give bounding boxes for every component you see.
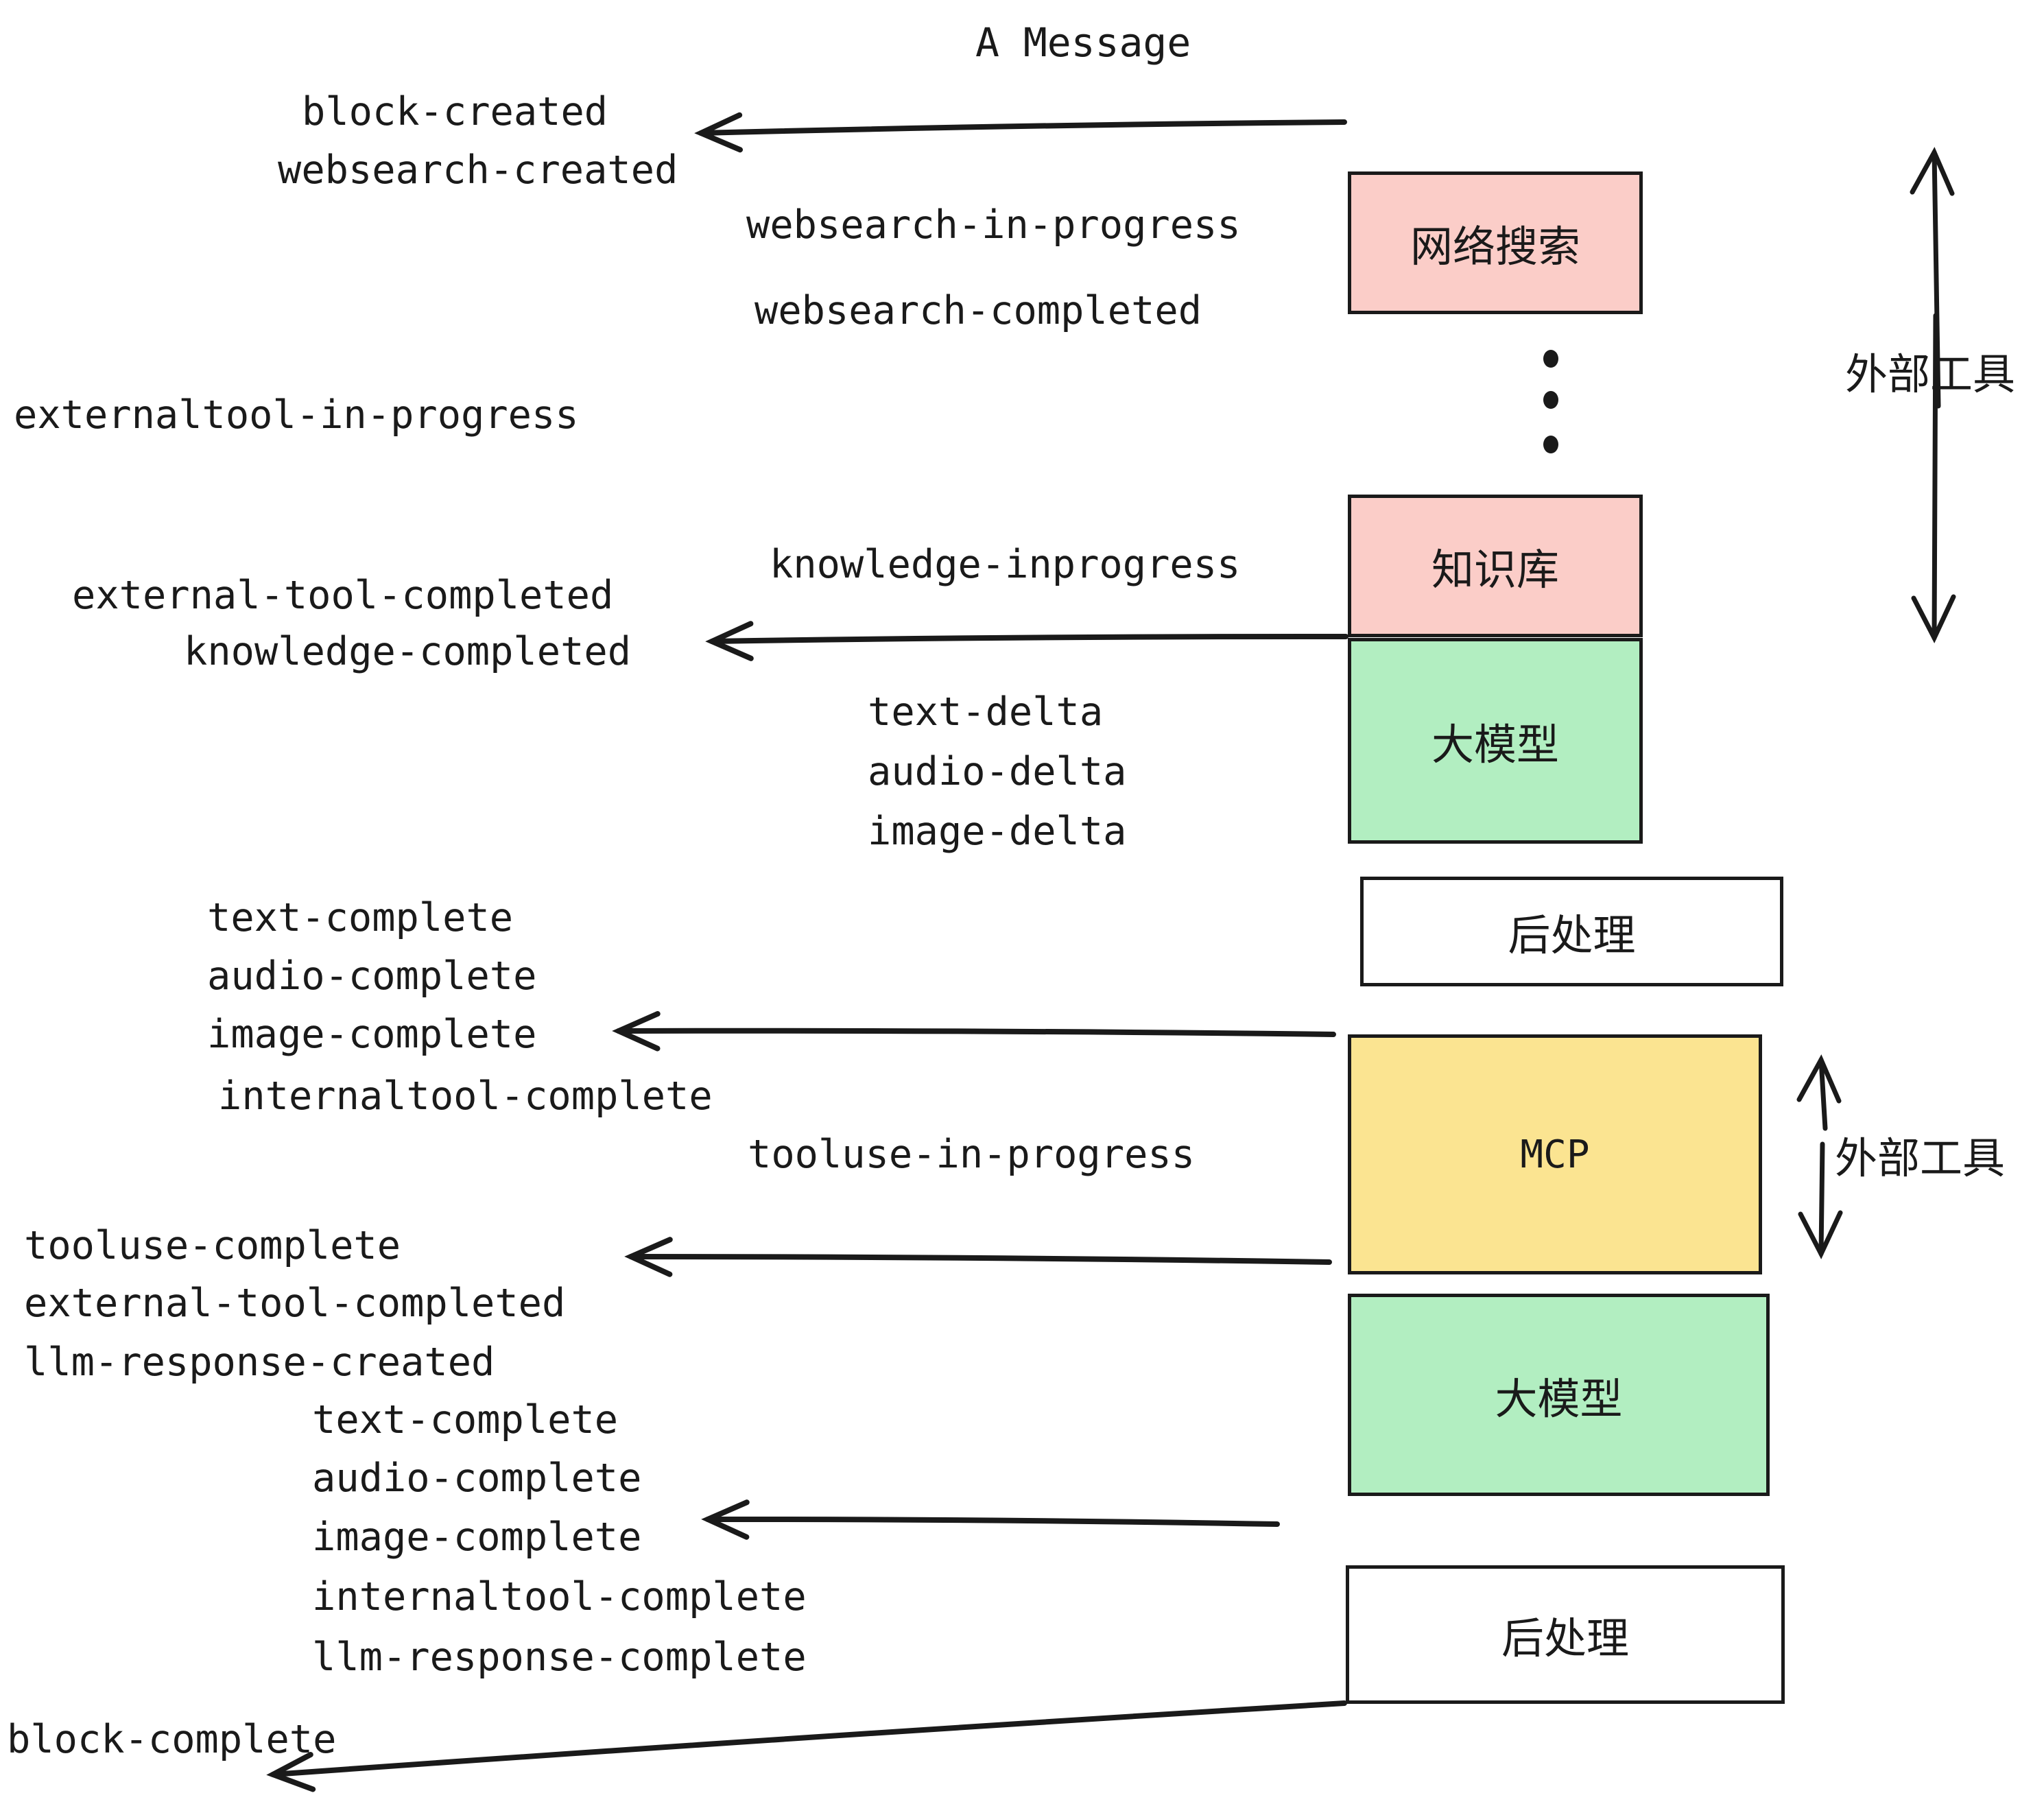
node-llm-2: 大模型 [1348,1294,1770,1496]
event-label: audio-complete [207,953,537,999]
group-label-external-tool: 外部工具 [1835,1133,2006,1183]
page-title: A Message [975,19,1191,66]
event-label: image-delta [868,809,1127,854]
ellipsis-dot-icon [1543,350,1558,368]
event-label: text-complete [312,1397,619,1443]
event-label: text-complete [207,895,514,940]
node-websearch: 网络搜索 [1348,171,1643,314]
event-label: block-created [302,89,608,134]
node-mcp: MCP [1348,1034,1762,1274]
event-label: image-complete [207,1012,537,1057]
event-label: external-tool-completed [24,1281,566,1326]
event-label: internaltool-complete [218,1073,713,1119]
event-label: image-complete [312,1515,642,1560]
node-postprocess-1: 后处理 [1360,877,1783,986]
ellipsis-dot-icon [1543,436,1558,453]
event-label: text-delta [868,689,1104,735]
arrow-tooluse-complete [624,1237,1332,1277]
event-label: audio-delta [868,749,1127,794]
event-label: tooluse-in-progress [748,1132,1196,1177]
event-label: websearch-in-progress [746,202,1241,248]
node-postprocess-2: 后处理 [1346,1565,1785,1704]
event-label: external-tool-completed [72,573,614,618]
event-label: block-complete [7,1717,337,1762]
event-label: tooluse-complete [24,1223,401,1268]
event-label: websearch-completed [754,288,1202,333]
event-label: llm-response-created [24,1340,495,1385]
event-label: externaltool-in-progress [14,392,579,438]
arrow-image-complete [612,1010,1336,1052]
arrow-block-complete [266,1700,1347,1792]
event-label: knowledge-completed [184,629,632,674]
arrow-knowledge-done [705,621,1348,661]
node-llm-1: 大模型 [1348,638,1643,844]
node-knowledge: 知识库 [1348,495,1643,637]
group-label-external-tool: 外部工具 [1845,349,2016,399]
arrow-audio-complete [701,1499,1280,1540]
event-label: llm-response-complete [312,1635,807,1680]
external-tool-bracket-1 [1910,147,1956,643]
external-tool-bracket-2 [1796,1054,1843,1259]
event-label: knowledge-inprogress [770,542,1241,587]
arrow-block-created [694,112,1347,153]
ellipsis-dot-icon [1543,391,1558,409]
event-label: websearch-created [278,147,678,193]
event-label: internaltool-complete [312,1574,807,1619]
event-label: audio-complete [312,1456,642,1501]
